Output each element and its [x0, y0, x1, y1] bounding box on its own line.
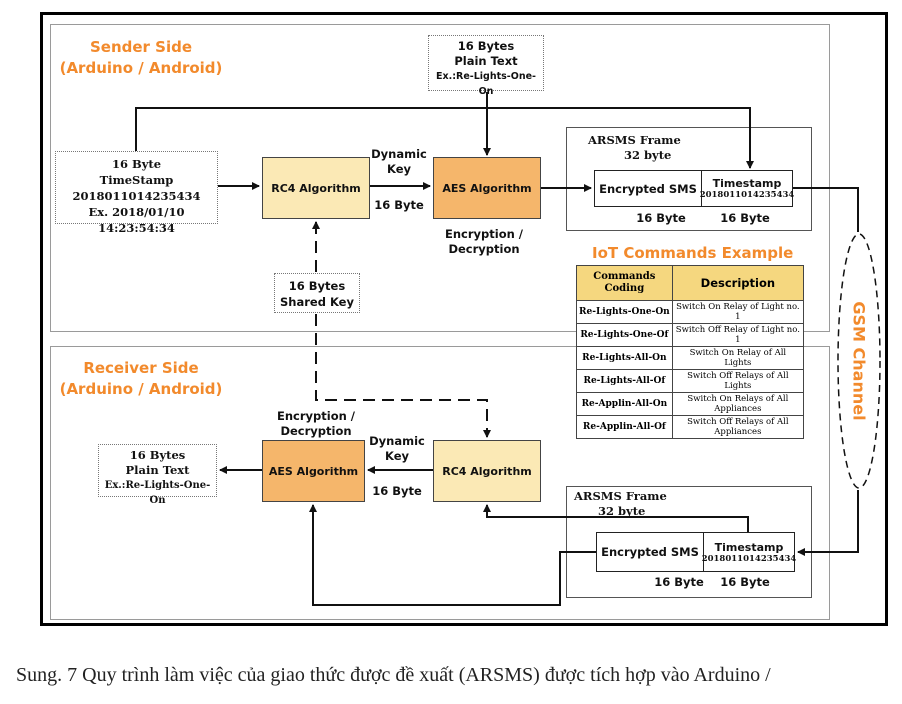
- receiver-title-line1: Receiver Side: [83, 359, 199, 377]
- sender-title-line2: (Arduino / Android): [59, 59, 223, 77]
- sender-arsms-title-text: ARSMS Frame: [588, 133, 681, 147]
- command-description: Switch Off Relays of All Appliances: [671, 415, 805, 439]
- shared-key-size: 16 Bytes: [288, 279, 346, 293]
- command-description: Switch Off Relays of All Lights: [671, 369, 805, 393]
- figure-caption: Sung. 7 Quy trình làm việc của giao thức…: [16, 664, 771, 686]
- command-description: Switch On Relay of All Lights: [671, 346, 805, 370]
- receiver-enc-size: 16 Byte: [654, 575, 704, 589]
- receiver-ts-size: 16 Byte: [720, 575, 770, 589]
- gsm-channel-label: GSM Channel: [849, 301, 869, 421]
- receiver-aes-box: AES Algorithm: [262, 440, 365, 502]
- sender-arsms-size: 32 byte: [624, 148, 672, 162]
- sender-enc-size: 16 Byte: [636, 211, 686, 225]
- command-code: Re-Lights-All-Of: [576, 369, 673, 393]
- enc-dec-line1: Encryption /: [445, 227, 523, 241]
- line-frame-to-gsm: [793, 187, 859, 232]
- line-timestamp-to-frame: [135, 107, 754, 169]
- dynamic-key-line2: Key: [386, 162, 411, 176]
- receiver-timestamp-cell-value: 2018011014235434: [701, 553, 797, 564]
- receiver-key-size-label: 16 Byte: [372, 484, 422, 498]
- receiver-arsms-title-text: ARSMS Frame: [574, 489, 667, 503]
- sender-timestamp-cell-title: Timestamp: [712, 177, 782, 190]
- receiver-enc-dec-label: Encryption / Decryption: [266, 409, 366, 439]
- table-header-row: Commands Coding Description: [576, 265, 805, 301]
- timestamp-example: Ex. 2018/01/10 14:23:54:34: [88, 205, 185, 235]
- dynamic-key-line1: Dynamic: [371, 147, 427, 161]
- iot-commands-title: IoT Commands Example: [592, 244, 794, 262]
- receiver-title: Receiver Side (Arduino / Android): [52, 358, 230, 400]
- plain-text-example: Ex.:Re-Lights-One-On: [436, 71, 536, 97]
- sender-timestamp-cell-value: 2018011014235434: [699, 190, 795, 200]
- arrow-gsm-to-receiver: [797, 490, 859, 556]
- sender-dynamic-key-label: Dynamic Key: [368, 147, 430, 177]
- sender-enc-dec-label: Encryption / Decryption: [436, 227, 532, 257]
- receiver-timestamp-cell-title: Timestamp: [714, 540, 784, 554]
- receiver-arsms-frame: [566, 486, 812, 598]
- dynamic-key-line1: Dynamic: [369, 434, 425, 448]
- plain-text-label: Plain Text: [454, 54, 518, 68]
- enc-dec-line1: Encryption /: [277, 409, 355, 423]
- diagram-frame: [40, 12, 888, 626]
- command-code: Re-Applin-All-On: [576, 392, 673, 416]
- plain-text-output-box: 16 Bytes Plain Text Ex.:Re-Lights-One-On: [98, 444, 217, 506]
- timestamp-value: 2018011014235434: [72, 189, 201, 203]
- timestamp-input-box: 16 Byte TimeStamp 2018011014235434 Ex. 2…: [55, 151, 218, 235]
- enc-dec-line2: Decryption: [448, 242, 520, 256]
- arrow-sharedkey-to-receiver-rc4: [315, 314, 491, 438]
- plain-text-label: Plain Text: [125, 463, 190, 477]
- command-code: Re-Applin-All-Of: [576, 415, 673, 439]
- receiver-title-line2: (Arduino / Android): [59, 380, 223, 398]
- command-code: Re-Lights-All-On: [576, 346, 673, 370]
- receiver-dynamic-key-label: Dynamic Key: [366, 434, 428, 464]
- sender-timestamp-cell: Timestamp 2018011014235434: [699, 170, 795, 207]
- timestamp-size: 16 Byte: [111, 157, 162, 171]
- command-description: Switch On Relays of All Appliances: [671, 392, 805, 416]
- arrow-encsms-to-receiver-aes: [309, 504, 596, 606]
- sender-arsms-frame: [566, 127, 812, 231]
- sender-title: Sender Side (Arduino / Android): [52, 37, 230, 79]
- sender-ts-size: 16 Byte: [720, 211, 770, 225]
- receiver-timestamp-cell: Timestamp 2018011014235434: [701, 532, 797, 572]
- arrow-timestamp-to-receiver-rc4: [483, 504, 749, 532]
- sender-rc4-box: RC4 Algorithm: [262, 157, 370, 219]
- plain-text-input-box: 16 Bytes Plain Text Ex.:Re-Lights-One-On: [428, 35, 544, 97]
- header-description: Description: [671, 265, 805, 301]
- command-description: Switch On Relay of Light no. 1: [671, 300, 805, 324]
- timestamp-label: TimeStamp: [99, 173, 174, 187]
- plain-text-example: Ex.:Re-Lights-One-On: [104, 480, 211, 506]
- plain-text-size: 16 Bytes: [457, 39, 515, 53]
- sender-key-size-label: 16 Byte: [374, 198, 424, 212]
- enc-dec-line2: Decryption: [280, 424, 352, 438]
- plain-text-size: 16 Bytes: [129, 448, 186, 462]
- sender-aes-box: AES Algorithm: [433, 157, 541, 219]
- receiver-arsms-size: 32 byte: [598, 504, 646, 518]
- receiver-rc4-box: RC4 Algorithm: [433, 440, 541, 502]
- receiver-arsms-title: ARSMS Frame 32 byte: [574, 489, 684, 519]
- shared-key-box: 16 Bytes Shared Key: [274, 273, 360, 313]
- sender-title-line1: Sender Side: [89, 38, 193, 56]
- sender-arsms-title: ARSMS Frame 32 byte: [588, 133, 698, 163]
- command-code: Re-Lights-One-Of: [576, 323, 673, 347]
- gsm-channel: [837, 233, 881, 489]
- header-commands-coding: Commands Coding: [576, 265, 673, 301]
- dynamic-key-line2: Key: [384, 449, 409, 463]
- shared-key-label: Shared Key: [280, 295, 354, 309]
- iot-commands-table: Commands Coding Description Re-Lights-On…: [576, 265, 805, 439]
